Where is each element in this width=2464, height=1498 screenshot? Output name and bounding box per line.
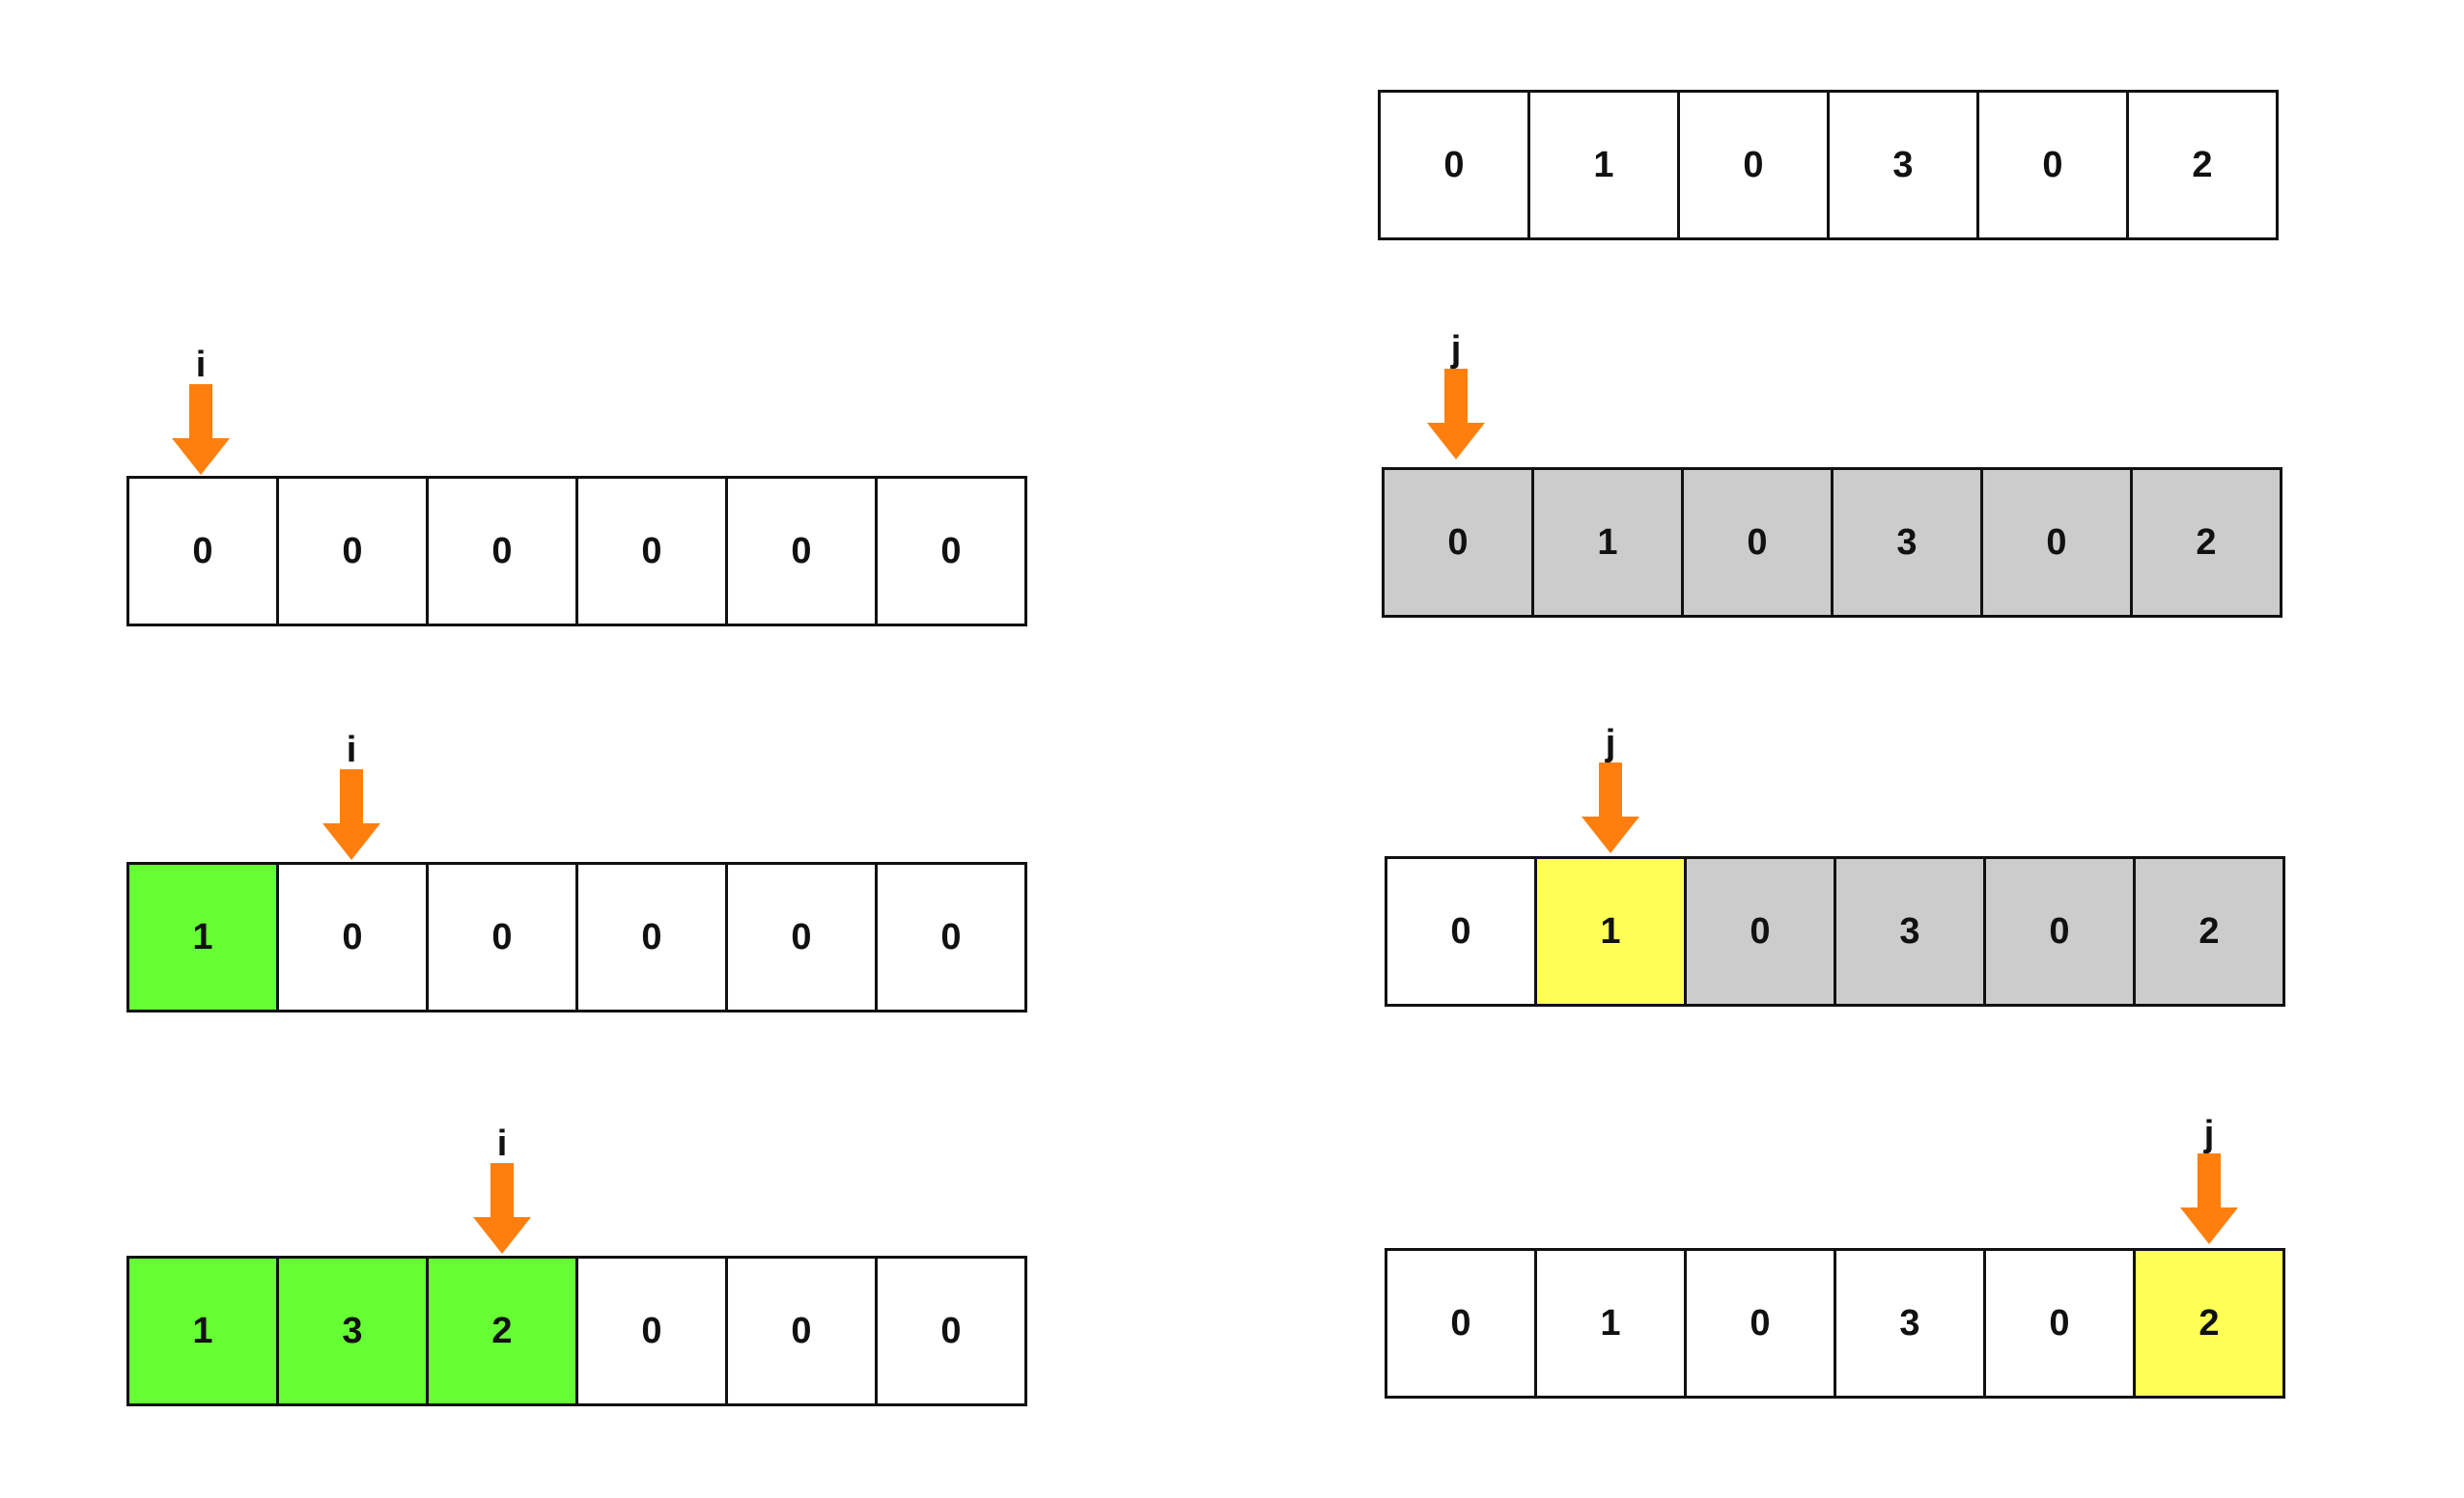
array-cell: 0 (429, 479, 578, 624)
down-arrow-icon (1582, 763, 1639, 853)
array-cell: 0 (578, 1259, 728, 1403)
array-right-step-2: 0 1 0 3 0 2 (1385, 856, 2285, 1007)
array-cell: 1 (129, 1259, 279, 1403)
array-cell: 0 (578, 865, 728, 1010)
array-cell: 1 (129, 865, 279, 1010)
down-arrow-icon (2180, 1153, 2238, 1244)
array-cell: 0 (1983, 470, 2133, 615)
array-cell: 0 (1385, 470, 1534, 615)
pointer-j-step-3: j (2180, 1115, 2238, 1246)
array-cell: 2 (429, 1259, 578, 1403)
array-cell: 0 (728, 479, 878, 624)
array-cell: 0 (279, 865, 429, 1010)
array-cell: 0 (878, 479, 1027, 624)
down-arrow-icon (172, 384, 230, 475)
pointer-label: i (496, 1124, 508, 1164)
array-cell: 0 (1687, 859, 1836, 1004)
array-cell: 0 (129, 479, 279, 624)
array-cell: 2 (2129, 93, 2279, 237)
pointer-label: j (1605, 723, 1616, 763)
array-cell: 1 (1534, 470, 1684, 615)
array-cell: 0 (728, 1259, 878, 1403)
array-cell: 1 (1530, 93, 1680, 237)
down-arrow-icon (1427, 369, 1485, 459)
array-cell: 2 (2136, 1251, 2285, 1396)
array-cell: 3 (1836, 1251, 1986, 1396)
array-cell: 1 (1537, 1251, 1687, 1396)
pointer-i-step-1: i (172, 346, 230, 477)
array-right-step-1: 0 1 0 3 0 2 (1382, 467, 2282, 618)
array-cell: 3 (1830, 93, 1979, 237)
array-left-step-3: 1 3 2 0 0 0 (126, 1256, 1027, 1406)
array-cell: 0 (1387, 859, 1537, 1004)
down-arrow-icon (473, 1163, 531, 1254)
array-cell: 3 (1834, 470, 1983, 615)
pointer-label: i (346, 730, 357, 770)
array-cell: 0 (1680, 93, 1830, 237)
pointer-label: i (195, 345, 207, 385)
array-cell: 0 (578, 479, 728, 624)
down-arrow-icon (322, 769, 380, 860)
pointer-i-step-2: i (322, 731, 380, 862)
array-cell: 0 (878, 1259, 1027, 1403)
array-cell: 1 (1537, 859, 1687, 1004)
array-left-step-2: 1 0 0 0 0 0 (126, 862, 1027, 1013)
array-cell: 0 (878, 865, 1027, 1010)
array-cell: 0 (1986, 859, 2136, 1004)
array-left-step-1: 0 0 0 0 0 0 (126, 476, 1027, 626)
array-cell: 0 (728, 865, 878, 1010)
pointer-label: j (1450, 329, 1462, 370)
array-cell: 0 (1979, 93, 2129, 237)
array-cell: 0 (1381, 93, 1530, 237)
array-right-input: 0 1 0 3 0 2 (1378, 90, 2279, 240)
array-cell: 2 (2136, 859, 2285, 1004)
array-cell: 0 (1687, 1251, 1836, 1396)
array-cell: 0 (429, 865, 578, 1010)
array-cell: 3 (279, 1259, 429, 1403)
pointer-j-step-1: j (1427, 330, 1485, 461)
array-cell: 3 (1836, 859, 1986, 1004)
array-cell: 0 (279, 479, 429, 624)
pointer-label: j (2203, 1114, 2215, 1154)
array-cell: 0 (1684, 470, 1834, 615)
array-right-step-3: 0 1 0 3 0 2 (1385, 1248, 2285, 1399)
array-cell: 0 (1387, 1251, 1537, 1396)
pointer-i-step-3: i (473, 1124, 531, 1256)
array-cell: 0 (1986, 1251, 2136, 1396)
pointer-j-step-2: j (1582, 724, 1639, 855)
array-cell: 2 (2133, 470, 2282, 615)
